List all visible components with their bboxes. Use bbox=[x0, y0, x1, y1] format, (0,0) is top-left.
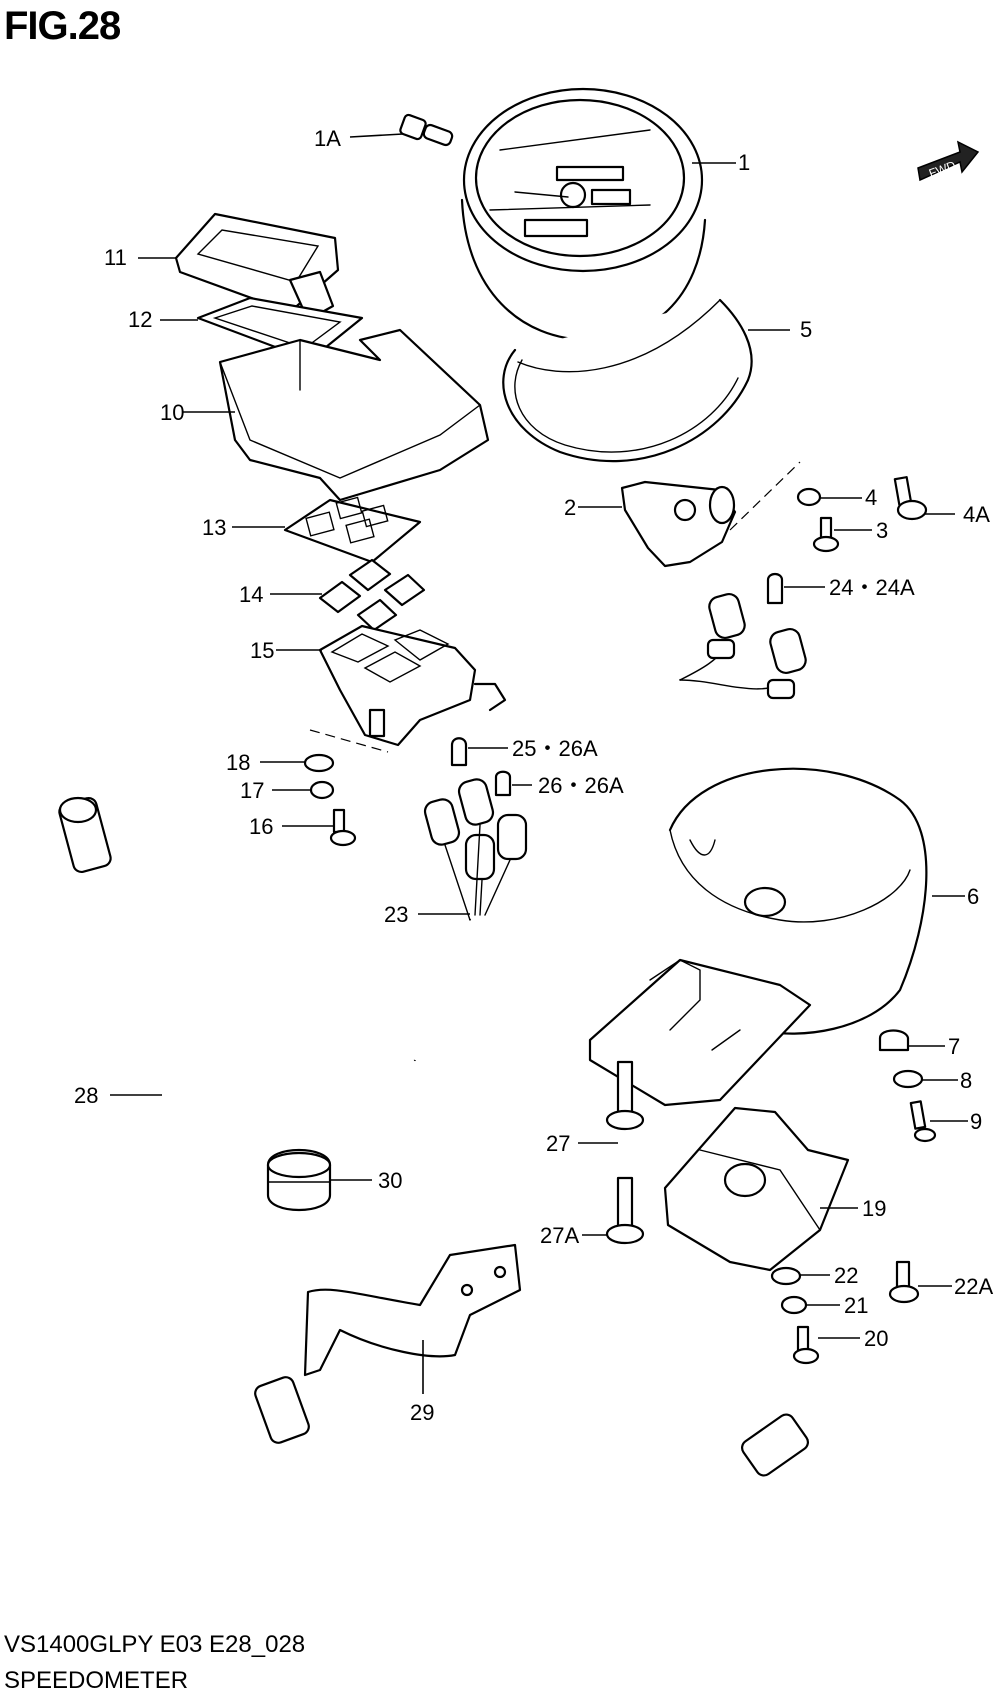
callout-15: 15 bbox=[250, 638, 274, 663]
callout-22A: 22A bbox=[954, 1274, 993, 1299]
guide-line bbox=[729, 461, 801, 531]
callout-30: 30 bbox=[378, 1168, 402, 1193]
screw-20-part bbox=[792, 1325, 860, 1365]
callout-2: 2 bbox=[564, 495, 576, 520]
model-code: VS1400GLPY E03 E28_028 bbox=[4, 1631, 306, 1658]
bracket-2-part bbox=[578, 480, 737, 568]
screw-3-part bbox=[812, 516, 872, 553]
washer-18-part bbox=[260, 753, 335, 773]
bolt-27a-part bbox=[582, 1176, 645, 1245]
bracket-29-part bbox=[303, 1243, 522, 1394]
wire-harness-part bbox=[412, 592, 807, 1062]
section-name: SPEEDOMETER bbox=[4, 1667, 189, 1694]
callout-12: 12 bbox=[128, 307, 152, 332]
cover-11-part bbox=[138, 212, 340, 322]
washer-22-part bbox=[770, 1266, 830, 1286]
callout-19: 19 bbox=[862, 1196, 886, 1221]
callout-25: 25・26A bbox=[512, 736, 598, 761]
callout-22: 22 bbox=[834, 1263, 858, 1288]
lens-14-part bbox=[270, 558, 426, 632]
screw-9-part bbox=[909, 1100, 968, 1143]
callout-4A: 4A bbox=[963, 502, 990, 527]
callout-11: 11 bbox=[104, 245, 127, 270]
callout-16: 16 bbox=[249, 814, 273, 839]
callout-9: 9 bbox=[970, 1109, 982, 1134]
washer-17-part bbox=[272, 780, 335, 800]
callout-27: 27 bbox=[546, 1131, 570, 1156]
bolt-4a-part bbox=[893, 476, 955, 521]
washer-8-part bbox=[892, 1069, 958, 1089]
callout-3: 3 bbox=[876, 518, 888, 543]
callout-14: 14 bbox=[239, 582, 263, 607]
callout-21: 21 bbox=[844, 1293, 868, 1318]
ring-5-part bbox=[502, 298, 790, 463]
callout-29: 29 bbox=[410, 1400, 434, 1425]
harness-23-part bbox=[363, 778, 528, 1094]
bolt-22a-part bbox=[888, 1260, 952, 1304]
callout-1A: 1A bbox=[314, 126, 341, 151]
housing-6-part bbox=[588, 767, 965, 1107]
speedometer-part bbox=[460, 87, 736, 375]
callout-23: 23 bbox=[384, 902, 408, 927]
screw-16-part bbox=[282, 808, 357, 847]
sensor-1a-part bbox=[349, 113, 454, 147]
washer-21-part bbox=[780, 1295, 840, 1315]
callout-24: 24・24A bbox=[829, 575, 915, 600]
mount-19-part bbox=[663, 1106, 858, 1272]
guide-line bbox=[309, 729, 389, 753]
gasket-13-part bbox=[232, 496, 422, 564]
bulb-25-part bbox=[450, 737, 508, 767]
callout-20: 20 bbox=[864, 1326, 888, 1351]
callout-5: 5 bbox=[800, 317, 812, 342]
fwd-arrow-icon: FWD bbox=[917, 140, 980, 182]
callout-26: 26・26A bbox=[538, 773, 624, 798]
fwd-badge-label: FWD bbox=[927, 158, 958, 181]
callout-1: 1 bbox=[738, 150, 750, 175]
callout-28: 28 bbox=[74, 1083, 98, 1108]
bulb-24-part bbox=[766, 572, 825, 605]
housing-15-part bbox=[276, 624, 507, 747]
grommet-30-part bbox=[266, 1149, 372, 1211]
callout-7: 7 bbox=[948, 1034, 960, 1059]
callout-13: 13 bbox=[202, 515, 226, 540]
callout-4: 4 bbox=[865, 485, 877, 510]
callout-10: 10 bbox=[160, 400, 184, 425]
callout-17: 17 bbox=[240, 778, 264, 803]
callout-27A: 27A bbox=[540, 1223, 579, 1248]
nut-7-part bbox=[878, 1029, 945, 1052]
cable-28-part bbox=[58, 796, 810, 1536]
callout-18: 18 bbox=[226, 750, 250, 775]
bolt-27-part bbox=[578, 1060, 645, 1144]
bulb-26-part bbox=[494, 770, 532, 797]
washer-4-part bbox=[796, 487, 862, 507]
figure-title: FIG.28 bbox=[4, 4, 121, 48]
callout-8: 8 bbox=[960, 1068, 972, 1093]
housing-10-part bbox=[182, 328, 490, 502]
callout-6: 6 bbox=[967, 884, 979, 909]
